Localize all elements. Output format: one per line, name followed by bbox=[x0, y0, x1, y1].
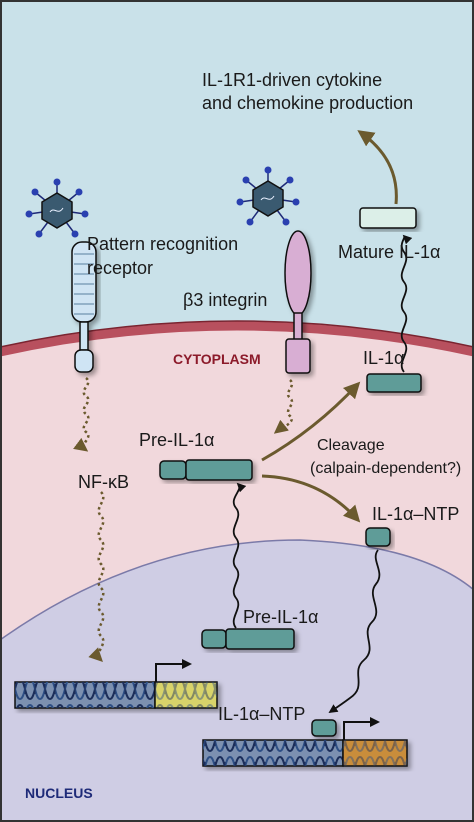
arrow-nfkb-to-nucleus bbox=[88, 491, 105, 662]
arrow-receptor-to-nfkb bbox=[73, 377, 90, 452]
cleavage-label-line1: Cleavage bbox=[317, 437, 385, 454]
il1a-ntp-label-nucleus: IL-1α–NTP bbox=[218, 704, 305, 724]
il1a-ntp-protein-cytoplasm bbox=[365, 527, 391, 547]
il1a-ntp-label-cytoplasm: IL-1α–NTP bbox=[372, 504, 459, 524]
beta3-integrin-icon bbox=[284, 230, 312, 374]
cell-membrane bbox=[0, 321, 474, 357]
integrin-label: β3 integrin bbox=[183, 290, 267, 310]
cleavage-label-line2: (calpain-dependent?) bbox=[310, 460, 461, 477]
pattern-recognition-receptor-icon bbox=[71, 241, 97, 373]
il1a-ntp-protein-nucleus bbox=[311, 719, 337, 737]
nucleus-label: NUCLEUS bbox=[25, 785, 93, 801]
nfkb-label: NF-κB bbox=[78, 472, 129, 492]
prr-label-line2: receptor bbox=[87, 258, 153, 278]
pre-il1a-protein-cytoplasm bbox=[159, 459, 253, 481]
arrow-il1a-to-mature bbox=[400, 234, 413, 373]
il1a-label: IL-1α bbox=[363, 348, 404, 368]
pre-il1a-protein-nucleus bbox=[201, 628, 295, 650]
prr-label-line1: Pattern recognition bbox=[87, 234, 238, 254]
transcription-start-arrow bbox=[343, 717, 380, 740]
arrow-pre-il1a-export bbox=[232, 482, 247, 629]
arrow-ntp-to-nucleus bbox=[328, 549, 381, 713]
transcription-start-arrow bbox=[155, 659, 192, 682]
arrow-integrin-to-pre-il1a bbox=[273, 379, 294, 434]
pathogen-icon bbox=[25, 178, 89, 238]
pre-il1a-label-cytoplasm: Pre-IL-1α bbox=[139, 430, 214, 450]
il1a-protein bbox=[366, 373, 422, 393]
arrow-mature-to-output bbox=[357, 130, 398, 205]
cell-membrane-edge bbox=[0, 320, 474, 348]
pathogen-icon bbox=[236, 166, 300, 226]
output-label-line1: IL-1R1-driven cytokine bbox=[202, 70, 382, 90]
mature-il1a-label: Mature IL-1α bbox=[338, 242, 440, 262]
arrow-cleavage-to-ntp bbox=[261, 474, 361, 523]
output-label-line2: and chemokine production bbox=[202, 93, 413, 113]
arrow-cleavage-to-il1a bbox=[261, 381, 361, 462]
cytoplasm-label: CYTOPLASM bbox=[173, 351, 261, 367]
il1a-gene-dna bbox=[14, 681, 218, 709]
mature-il1a-protein bbox=[359, 207, 417, 229]
pre-il1a-label-nucleus: Pre-IL-1α bbox=[243, 607, 318, 627]
target-gene-dna bbox=[202, 739, 408, 767]
